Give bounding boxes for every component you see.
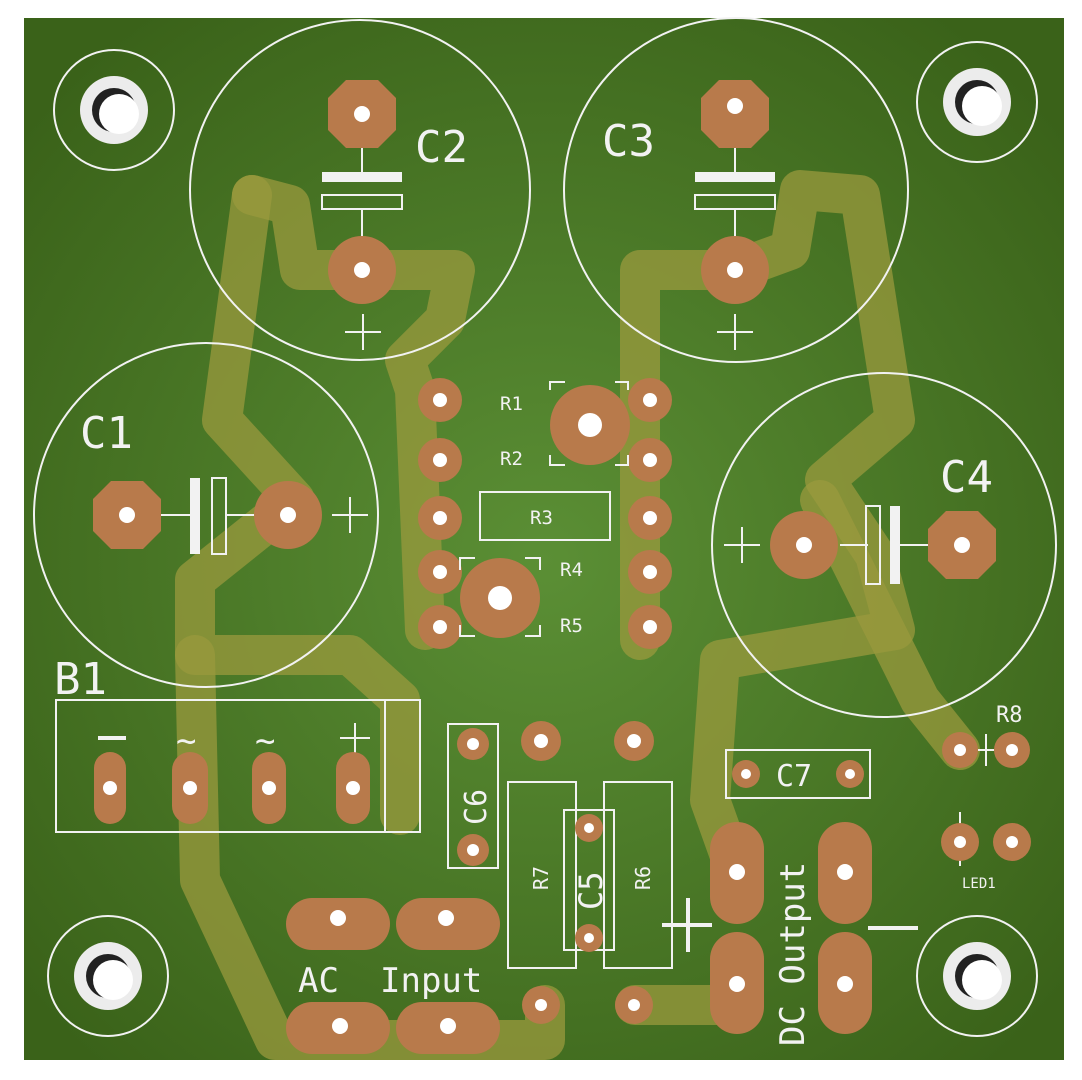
r5-label: R5: [560, 615, 583, 637]
c4-label: C4: [940, 452, 993, 503]
r8-label: R8: [996, 703, 1023, 728]
r7-label: R7: [529, 866, 553, 890]
r6-label: R6: [631, 866, 655, 890]
resistor-r7: R7: [507, 781, 577, 969]
ac-input-connector: AC Input: [286, 898, 500, 1054]
c3-label: C3: [602, 116, 655, 167]
led-led1: LED1: [941, 812, 1031, 892]
capacitor-c1: C1: [33, 342, 379, 688]
r4-label: R4: [560, 559, 583, 581]
capacitor-c2: C2: [189, 19, 531, 361]
pad-pair-middle: [521, 721, 654, 761]
bridge-rectifier-b1: B1 ~ ~: [54, 654, 421, 833]
mounting-hole-tl: [53, 49, 175, 171]
pad-pair-bottom: [522, 986, 653, 1024]
b1-tilde-2: ~: [255, 721, 275, 761]
c5-label: C5: [572, 871, 610, 910]
c7-label: C7: [776, 759, 812, 794]
r1-label: R1: [500, 393, 523, 415]
dc-output-connector: DC Output: [662, 822, 918, 1046]
capacitor-c4: C4: [711, 372, 1057, 718]
capacitor-c6: C6: [447, 723, 499, 869]
resistor-r8: R8: [942, 703, 1030, 768]
r3-label: R3: [530, 507, 553, 529]
capacitor-c3: C3: [563, 17, 909, 363]
input-label: Input: [380, 961, 482, 1001]
b1-tilde-1: ~: [176, 721, 196, 761]
c1-label: C1: [80, 408, 133, 459]
c2-label: C2: [415, 122, 468, 173]
dc-output-label: DC Output: [773, 862, 813, 1046]
mounting-hole-br: [916, 915, 1038, 1037]
resistor-network: R1 R2 R3 R4 R5: [418, 378, 672, 649]
resistor-r6: R6: [603, 781, 673, 969]
b1-label: B1: [54, 654, 107, 705]
ac-label: AC: [298, 961, 339, 1001]
capacitor-c7: C7: [725, 749, 871, 799]
mounting-hole-bl: [47, 915, 169, 1037]
mounting-hole-tr: [916, 41, 1038, 163]
r2-label: R2: [500, 448, 523, 470]
capacitor-c5: C5: [563, 809, 615, 952]
led1-label: LED1: [962, 876, 996, 892]
c6-label: C6: [459, 789, 494, 825]
